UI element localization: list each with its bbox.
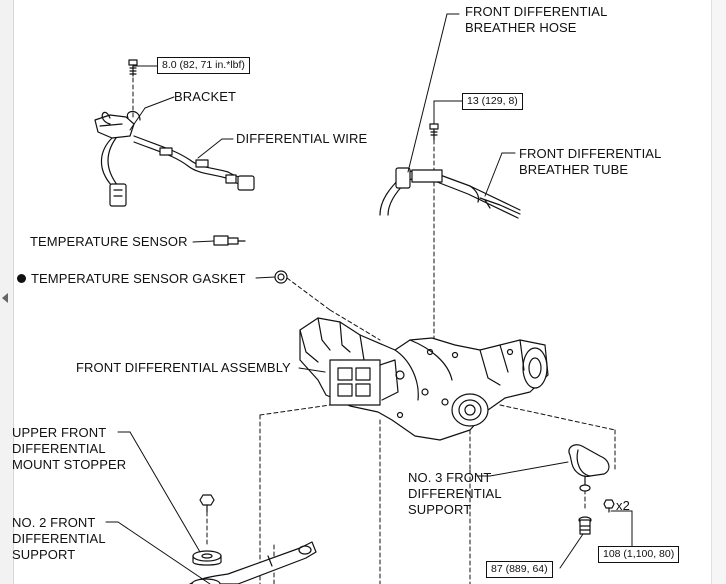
label-differential-wire: DIFFERENTIAL WIRE	[236, 131, 368, 146]
no2-differential-support-part	[189, 541, 317, 584]
label-temperature-sensor-gasket: TEMPERATURE SENSOR GASKET	[31, 271, 246, 286]
bolt-icon	[429, 123, 439, 141]
left-nav-edge[interactable]	[0, 0, 14, 584]
label-breather-hose: FRONT DIFFERENTIAL BREATHER HOSE	[465, 4, 608, 35]
no3-differential-support-part	[568, 444, 610, 492]
label-no2-support: NO. 2 FRONT DIFFERENTIAL SUPPORT	[12, 515, 106, 562]
label-no3-support: NO. 3 FRONT DIFFERENTIAL SUPPORT	[408, 470, 502, 517]
front-differential-assembly-part	[299, 317, 549, 441]
leader-lines	[105, 13, 633, 584]
bolt-icon	[578, 516, 592, 535]
torque-box-support-bolt-87: 87 (889, 64)	[486, 561, 553, 578]
torque-box-hose-bolt: 13 (129, 8)	[462, 93, 523, 110]
label-temperature-sensor: TEMPERATURE SENSOR	[30, 234, 188, 249]
right-scroll-edge	[711, 0, 726, 584]
label-breather-tube: FRONT DIFFERENTIAL BREATHER TUBE	[519, 146, 662, 177]
bolt-icon	[199, 494, 215, 513]
label-quantity-x2: x2	[616, 498, 630, 513]
differential-wire-harness	[94, 110, 255, 207]
label-upper-mount-stopper: UPPER FRONT DIFFERENTIAL MOUNT STOPPER	[12, 425, 127, 472]
mount-stopper-part	[192, 550, 222, 566]
torque-box-bracket-bolt: 8.0 (82, 71 in.*lbf)	[157, 57, 250, 74]
breather-hose-and-tube	[379, 167, 521, 219]
torque-box-support-bolt-108: 108 (1,100, 80)	[598, 546, 680, 563]
nut-icon	[603, 499, 615, 513]
chevron-left-icon[interactable]	[2, 293, 8, 303]
bolt-icon	[128, 59, 138, 77]
gasket-part	[274, 270, 288, 284]
filled-circle-icon	[17, 274, 26, 283]
label-bracket: BRACKET	[174, 89, 237, 104]
temperature-sensor-part	[213, 235, 246, 246]
label-front-differential-assembly: FRONT DIFFERENTIAL ASSEMBLY	[76, 360, 291, 375]
